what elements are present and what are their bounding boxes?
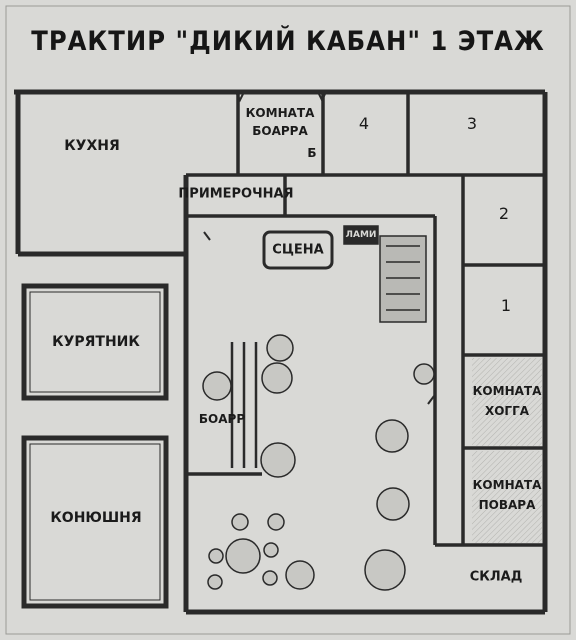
stable-building xyxy=(21,435,169,609)
hall-tables xyxy=(202,334,435,591)
storage-label: СКЛАД xyxy=(469,569,523,585)
boarr-room-label-1: КОМНАТА xyxy=(245,106,315,121)
round-table xyxy=(376,487,410,521)
round-table xyxy=(207,574,223,590)
room-3-label: 3 xyxy=(466,113,478,133)
round-table xyxy=(266,334,294,362)
room-2-label: 2 xyxy=(498,203,510,223)
boarr-room-label-2: БОАРРА xyxy=(252,124,308,139)
room-4-label: 4 xyxy=(358,113,370,133)
kitchen-label: КУХНЯ xyxy=(64,137,120,154)
round-table xyxy=(364,549,406,591)
boarr-room-mark: Б xyxy=(307,146,317,161)
room-1-label: 1 xyxy=(500,295,512,315)
round-table xyxy=(263,542,279,558)
door-markers xyxy=(203,91,435,405)
hogg-room-label-2: ХОГГА xyxy=(484,404,530,419)
main-building-walls xyxy=(14,89,548,615)
map-title: ТРАКТИР "ДИКИЙ КАБАН" 1 ЭТАЖ xyxy=(31,26,545,57)
round-table xyxy=(375,419,409,453)
round-table xyxy=(231,513,249,531)
round-table xyxy=(225,538,261,574)
hogg-room-floor xyxy=(472,358,542,446)
bar-sign: ЛАМИ xyxy=(345,229,377,240)
cook-room-label-1: КОМНАТА xyxy=(472,478,542,493)
hogg-room-label-1: КОМНАТА xyxy=(472,384,542,399)
coop-inner-line xyxy=(29,291,161,393)
cook-room-floor xyxy=(472,451,542,543)
boarr-pillars xyxy=(230,342,258,468)
round-table xyxy=(202,371,232,401)
round-table xyxy=(267,513,285,531)
stage-label: СЦЕНА xyxy=(272,242,324,258)
boarr-label: БОАРР xyxy=(198,412,246,427)
stage-outline xyxy=(262,230,334,270)
round-table xyxy=(208,548,224,564)
coop-label: КУРЯТНИК xyxy=(52,333,140,350)
round-table xyxy=(413,363,435,385)
round-table xyxy=(262,570,278,586)
stable-inner-line xyxy=(29,443,161,601)
interior-walls xyxy=(186,92,545,547)
stable-label: КОНЮШНЯ xyxy=(50,509,142,526)
paper-border xyxy=(5,5,571,635)
round-table xyxy=(285,560,315,590)
cook-room-label-2: ПОВАРА xyxy=(478,498,536,513)
coop-building xyxy=(21,283,169,401)
bar-counter xyxy=(343,225,427,323)
round-table xyxy=(261,362,293,394)
round-table xyxy=(260,442,296,478)
fitting-room-label: ПРИМЕРОЧНАЯ xyxy=(178,186,294,202)
